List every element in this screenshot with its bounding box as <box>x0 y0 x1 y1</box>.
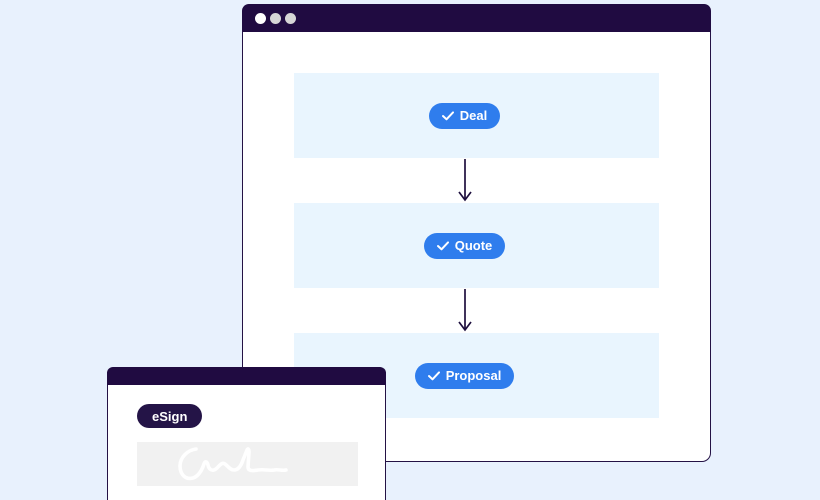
check-icon <box>436 240 449 250</box>
esign-badge-label: eSign <box>152 408 188 424</box>
esign-body: eSign <box>108 385 385 486</box>
window-control-dot[interactable] <box>255 12 266 24</box>
signature-scribble-icon <box>177 447 288 481</box>
stage-button-quote[interactable]: Quote <box>423 232 506 259</box>
esign-badge: eSign <box>137 404 203 428</box>
esign-titlebar <box>107 367 386 385</box>
stage-button-proposal[interactable]: Proposal <box>414 362 515 389</box>
connector-gap <box>243 158 710 203</box>
window-control-dot[interactable] <box>270 12 281 24</box>
connector-gap <box>243 288 710 333</box>
esign-window: eSign <box>107 367 386 500</box>
workflow-area: Deal Quote <box>243 32 710 418</box>
stage-label: Deal <box>459 108 488 123</box>
check-icon <box>427 370 440 380</box>
stage-label: Quote <box>454 238 493 253</box>
down-arrow-icon <box>457 159 472 202</box>
workflow-stage-band-quote: Quote <box>294 203 659 288</box>
workflow-stage-band-deal: Deal <box>294 73 659 158</box>
window-control-dot[interactable] <box>285 12 296 24</box>
down-arrow-icon <box>457 289 472 332</box>
browser-titlebar <box>242 4 711 32</box>
stage-label: Proposal <box>445 368 502 383</box>
signature-area[interactable] <box>137 442 358 486</box>
check-icon <box>441 110 454 120</box>
stage-button-deal[interactable]: Deal <box>428 102 501 129</box>
